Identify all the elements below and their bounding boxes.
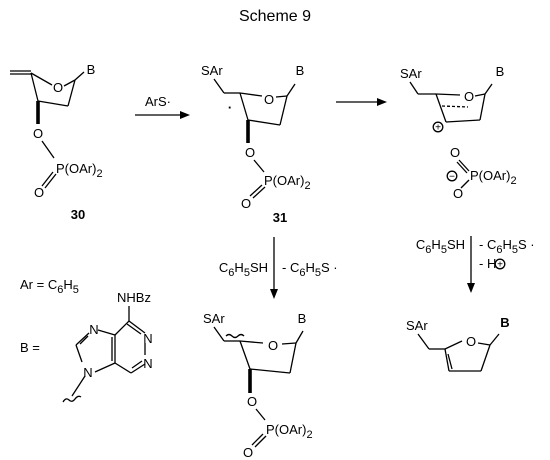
compound-30-number: 30: [71, 207, 85, 222]
product-bl-base: B: [298, 311, 307, 326]
product-alkene: SAr O B: [406, 315, 510, 372]
compound-31-sar: SAr: [201, 63, 223, 78]
compound-30-ring-oxygen: O: [53, 80, 63, 95]
product-bl-double-bond-oxygen: O: [243, 445, 253, 460]
arrow-31-to-product: C6H5SH - C6H5S ·: [219, 237, 338, 299]
cation-ring-oxygen: O: [464, 89, 474, 104]
product-phosphate: SAr O B O P(OAr)2 O: [203, 311, 313, 460]
cation-sar: SAr: [400, 66, 422, 81]
b-definition-lhs: B =: [20, 340, 40, 355]
arrow-4-proton-charge: +: [497, 260, 503, 271]
adenine-nhbz: NHBz: [117, 290, 151, 305]
product-bl-sar: SAr: [203, 311, 225, 326]
arrow-4-proton-loss: - H: [479, 256, 496, 271]
compound-30-base: B: [87, 62, 96, 77]
compound-31-base: B: [296, 63, 305, 78]
scheme-title: Scheme 9: [239, 8, 311, 25]
product-br-ring-oxygen: O: [466, 334, 476, 349]
cation-charge: +: [435, 123, 441, 134]
cation-intermediate: SAr O B +: [400, 64, 504, 134]
compound-31-ring-oxygen: O: [264, 92, 274, 107]
anion-upper-oxygen: O: [450, 145, 460, 160]
base-definition-adenine: B = NHBz N N N N: [20, 290, 153, 403]
anion-charge: −: [449, 172, 455, 183]
arrow-cation-to-product: C6H5SH - C6H5S · - H +: [416, 236, 535, 293]
ar-definition-text: Ar = C6H5: [20, 277, 79, 296]
arrow-3-right-reagent: - C6H5S ·: [282, 260, 338, 279]
arrow-4-right-reagent: - C6H5S ·: [479, 237, 535, 256]
product-bl-link-oxygen: O: [247, 394, 257, 409]
compound-31-radical-dot: ·: [228, 100, 232, 115]
adenine-n7: N: [89, 322, 98, 337]
compound-30-double-bond-oxygen: O: [34, 185, 44, 200]
compound-30-link-oxygen: O: [33, 126, 43, 141]
cation-base: B: [496, 64, 505, 79]
anion-lower-oxygen: O: [453, 186, 463, 201]
arrow-1-reagent: ArS·: [145, 94, 171, 109]
adenine-n1: N: [143, 331, 152, 346]
anion-phosphate: P(OAr)2: [470, 168, 517, 187]
compound-31-phosphate: P(OAr)2: [264, 173, 311, 192]
product-br-base: B: [500, 315, 509, 330]
arrow-3-left-reagent: C6H5SH: [219, 260, 268, 279]
product-br-sar: SAr: [406, 318, 428, 333]
compound-31: SAr · O B O P(OAr)2 O 31: [201, 63, 311, 225]
compound-31-link-oxygen: O: [245, 145, 255, 160]
aryl-definition: Ar = C6H5: [20, 277, 79, 296]
compound-31-double-bond-oxygen: O: [241, 196, 251, 211]
compound-30-phosphate: P(OAr)2: [56, 161, 103, 180]
arrow-31-to-cation: [336, 98, 387, 106]
arrow-30-to-31: ArS·: [135, 94, 190, 119]
compound-30: O B O P(OAr)2 O 30: [10, 62, 103, 222]
arrow-4-left-reagent: C6H5SH: [416, 237, 465, 256]
product-bl-phosphate: P(OAr)2: [266, 422, 313, 441]
compound-31-number: 31: [273, 210, 287, 225]
adenine-n3: N: [143, 356, 152, 371]
adenine-n9: N: [83, 365, 92, 380]
product-bl-ring-oxygen: O: [268, 338, 278, 353]
phosphate-anion: O − O P(OAr)2: [446, 145, 517, 201]
